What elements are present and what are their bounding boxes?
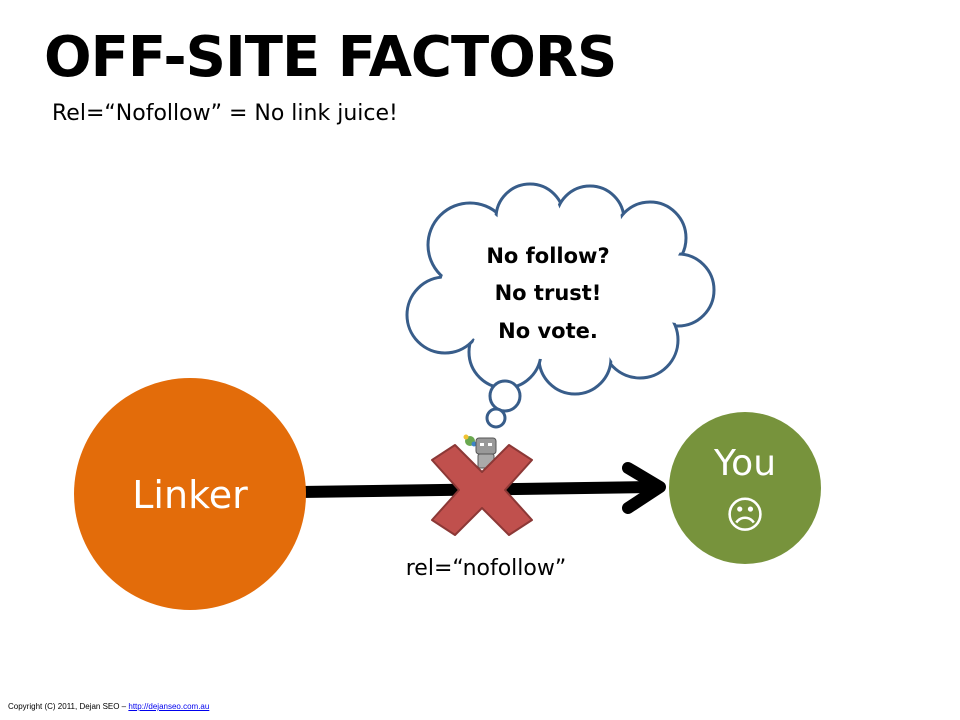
footer-link[interactable]: http://dejanseo.com.au	[128, 702, 210, 711]
thought-line-3: No vote.	[498, 319, 598, 343]
linker-label: Linker	[132, 473, 248, 517]
you-node	[669, 412, 821, 564]
page-subtitle: Rel=“Nofollow” = No link juice!	[52, 101, 398, 126]
link-label: rel=“nofollow”	[406, 556, 567, 581]
thought-line-2: No trust!	[495, 281, 602, 305]
sad-face-icon: ☹	[725, 493, 765, 537]
blocked-cross-icon	[431, 444, 533, 536]
thought-line-1: No follow?	[486, 244, 609, 268]
page-title: OFF-SITE FACTORS	[44, 25, 617, 90]
thought-bubble-small	[485, 407, 507, 429]
thought-cloud	[405, 182, 716, 429]
linker-node	[74, 378, 306, 610]
copyright-text: Copyright (C) 2011, Dejan SEO –	[8, 702, 127, 711]
footer: Copyright (C) 2011, Dejan SEO – http://d…	[8, 702, 209, 711]
link-arrow-head	[622, 462, 666, 514]
you-label: You	[713, 443, 776, 484]
thought-bubble-large	[488, 379, 522, 413]
